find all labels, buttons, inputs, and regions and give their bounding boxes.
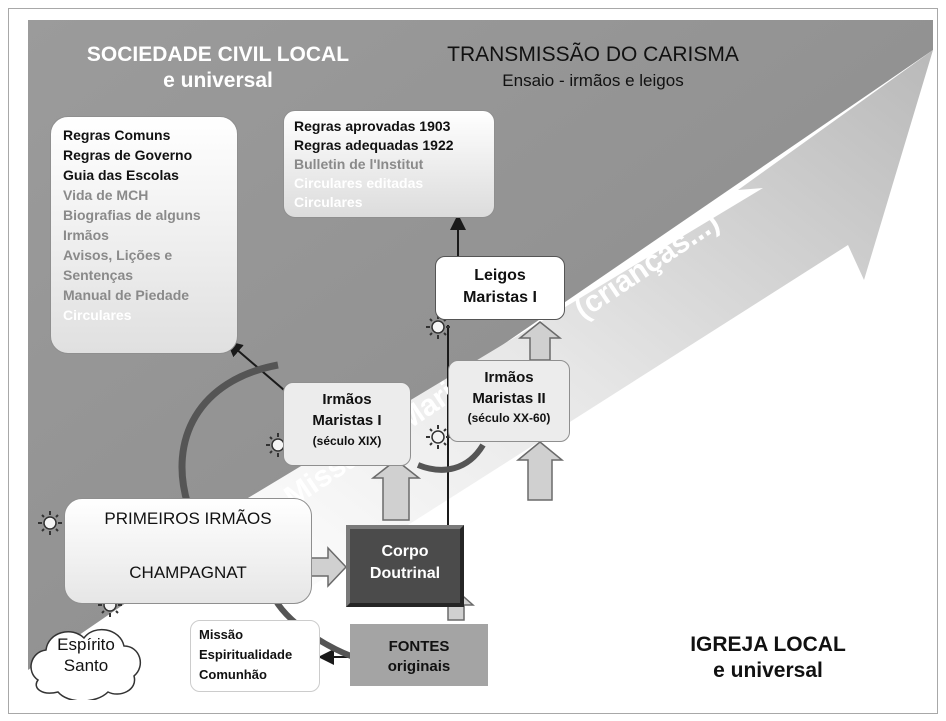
doc-left-item: Sentenças	[63, 267, 134, 283]
primeiros-irmaos-label: PRIMEIROS IRMÃOS	[104, 509, 272, 528]
irmaos1-line2: Maristas I	[312, 412, 382, 429]
irmaos2-line2: Maristas II	[472, 390, 546, 407]
block-arrow-up-to-irmaos2	[515, 441, 565, 501]
irmaos2-line1: Irmãos	[484, 369, 534, 386]
charism-diagram: Missão Marista (crianças...) SOCIEDADE C…	[28, 20, 933, 700]
cloud-shape	[30, 628, 142, 700]
doc-right-item: Circulares editadas	[294, 175, 424, 191]
espirito-line2: Santo	[63, 656, 109, 675]
documents-box-right: Regras aprovadas 1903 Regras adequadas 1…	[283, 110, 495, 218]
leigos-line1: Leigos	[474, 267, 526, 284]
fontes-line1: FONTES	[388, 638, 450, 655]
church-line2: e universal	[713, 659, 823, 682]
doc-left-item: Avisos, Lições e	[63, 247, 173, 263]
church-title: IGREJA LOCAL e universal	[638, 632, 898, 684]
doc-left-item: Irmãos	[63, 227, 109, 243]
leigos-line2: Maristas I	[463, 289, 537, 306]
box-fontes-originais: FONTES originais	[350, 624, 488, 686]
church-line1: IGREJA LOCAL	[690, 633, 846, 656]
block-arrow-right-to-corpo	[309, 546, 348, 588]
fontes-line2: originais	[387, 658, 451, 675]
doc-right-item: Bulletin de l'Institut	[294, 156, 424, 172]
doc-left-item: Vida de MCH	[63, 187, 149, 203]
curve-irmaos1-to-irmaos2	[416, 443, 486, 473]
missao-line2: Espiritualidade	[199, 647, 293, 662]
documents-box-left: Regras Comuns Regras de Governo Guia das…	[50, 116, 238, 354]
champagnat-label: CHAMPAGNAT	[129, 563, 247, 582]
doc-right-item: Regras adequadas 1922	[294, 137, 454, 153]
corpo-line2: Doutrinal	[369, 565, 441, 582]
box-leigos-maristas: Leigos Maristas I	[435, 256, 565, 320]
charism-line1: TRANSMISSÃO DO CARISMA	[447, 43, 739, 66]
missao-line3: Comunhão	[199, 667, 267, 682]
corpo-line1: Corpo	[381, 543, 429, 560]
doc-left-item: Circulares	[63, 307, 132, 323]
box-missao: Missão Espiritualidade Comunhão	[190, 620, 320, 692]
box-corpo-doutrinal: Corpo Doutrinal	[346, 525, 464, 607]
missao-line1: Missão	[199, 627, 244, 642]
doc-left-item: Regras de Governo	[63, 147, 193, 163]
sun-icon	[38, 511, 62, 535]
figure-frame	[8, 8, 938, 714]
doc-right-item: Circulares	[294, 194, 363, 210]
sun-icon	[426, 315, 450, 339]
sun-icon	[426, 425, 450, 449]
irmaos1-line1: Irmãos	[322, 391, 372, 408]
espirito-santo-label: Espírito Santo	[40, 634, 132, 676]
doc-left-item: Biografias de alguns	[63, 207, 201, 223]
civil-society-line1: SOCIEDADE CIVIL LOCAL	[86, 43, 350, 66]
doc-right-item: Regras aprovadas 1903	[294, 118, 451, 134]
irmaos2-line3: (século XX-60)	[467, 411, 551, 425]
doc-left-item: Manual de Piedade	[63, 287, 190, 303]
civil-society-title: SOCIEDADE CIVIL LOCAL e universal	[58, 42, 378, 94]
doc-left-item: Guia das Escolas	[63, 167, 179, 183]
doc-left-item: Regras Comuns	[63, 127, 171, 143]
box-primeiros-irmaos: PRIMEIROS IRMÃOS CHAMPAGNAT	[64, 498, 312, 604]
block-arrow-up-to-leigos	[517, 321, 563, 361]
irmaos1-line3: (século XIX)	[312, 434, 382, 448]
box-irmaos-maristas-2: Irmãos Maristas II (século XX-60)	[448, 360, 570, 442]
civil-society-line2: e universal	[163, 69, 273, 92]
box-irmaos-maristas-1: Irmãos Maristas I (século XIX)	[283, 382, 411, 466]
curve-primeiros-to-irmaos1	[178, 361, 279, 507]
block-arrow-up-to-irmaos1	[370, 459, 422, 521]
espirito-line1: Espírito	[57, 635, 115, 654]
charism-title: TRANSMISSÃO DO CARISMA Ensaio - irmãos e…	[413, 42, 773, 94]
charism-line2: Ensaio - irmãos e leigos	[502, 71, 684, 90]
